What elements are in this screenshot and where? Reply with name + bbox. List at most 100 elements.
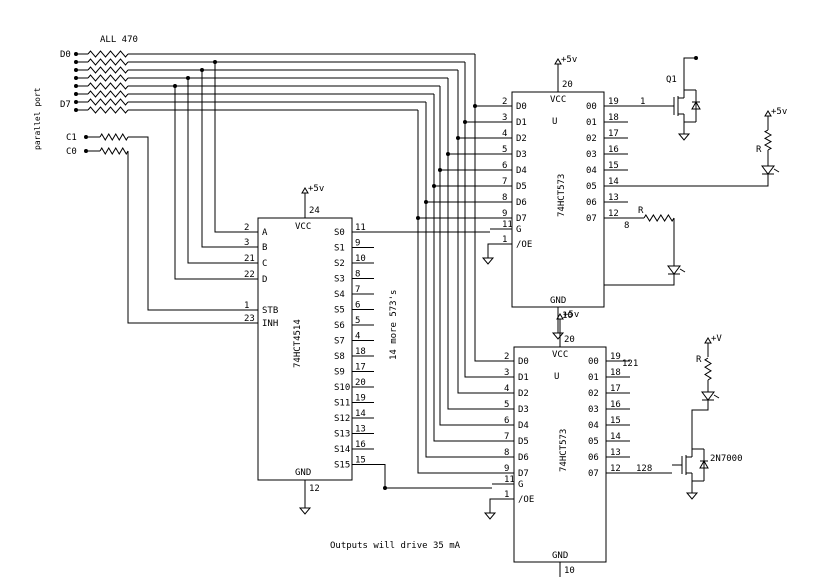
latch2-pin-number: 18 [610,368,621,378]
latch1-pin-label: 03 [586,150,597,160]
decoder-pin-label: S5 [334,306,345,316]
latch1-pin-number: 4 [502,129,507,139]
led-ray [713,394,720,399]
d7-label: D7 [60,100,71,110]
more-latches-note: 14 more 573's [389,290,399,360]
latch2-pin-number: 6 [504,416,509,426]
decoder-pin-number: 9 [355,239,360,249]
decoder-pin-number: 7 [355,285,360,295]
latch2-pin-label: 00 [588,357,599,367]
data-bus-drop [417,110,492,474]
junction-dot [424,200,428,204]
decoder-pin-number: 22 [244,270,255,280]
latch1-pin-label: 01 [586,118,597,128]
latch2-pin-number: 11 [504,475,515,485]
q1-drain-line [683,57,696,90]
latch1-pin-label: D3 [516,150,527,160]
latch1-pin-number: 14 [608,177,619,187]
resistor [87,66,129,74]
led-symbol [667,265,681,275]
latch1-gnd-label: GND [550,296,566,306]
decoder-gnd-label: GND [295,468,311,478]
latch2-pin-number: 2 [504,352,509,362]
decoder-pin-number: 5 [355,316,360,326]
data-bus-drop [464,62,492,378]
decoder-pin-label: S14 [334,445,350,455]
decoder-pin-label: S1 [334,244,345,254]
latch2-pin-label: D2 [518,389,529,399]
decoder-pin-number: 14 [355,409,366,419]
latch1-chip [511,91,605,308]
body-diode [691,100,701,110]
s15-strobe-line [374,464,492,489]
latch1-pin-number: 11 [502,220,513,230]
junction-dot [74,84,78,88]
decoder-pin-label: INH [262,319,278,329]
latch1-pin-number: 5 [502,145,507,155]
latch1-pin-number: 16 [608,145,619,155]
supply-label: +5v [771,107,787,117]
latch2-pin-label: D5 [518,437,529,447]
junction-dot [74,68,78,72]
decoder-vcc-pin: 24 [309,206,320,216]
ground-symbol [483,512,497,520]
latch1-part-name: 74HCT573 [557,174,567,217]
latch1-pin-number: 12 [608,209,619,219]
supply-arrow [704,337,712,344]
resistor [87,90,129,98]
junction-dot [84,149,88,153]
latch2-pin-label: 06 [588,453,599,463]
latch2-pin-number: 9 [504,464,509,474]
data-bus-drop [439,86,492,426]
latch1-pin-label: 02 [586,134,597,144]
latch1-pin-label: D7 [516,214,527,224]
latch1-pin-label: 05 [586,182,597,192]
latch2-pin-number: 16 [610,400,621,410]
resistor [87,74,129,82]
supply-arrow [764,110,772,117]
latch2-oe-lead [489,498,492,507]
latch2-pin-label: D6 [518,453,529,463]
supply-label: +5v [561,55,577,65]
latch2-pin-label: D7 [518,469,529,479]
latch2-pin-number: 7 [504,432,509,442]
latch1-pin-label: D1 [516,118,527,128]
decoder-part-name: 74HCT4514 [293,319,303,368]
latch2-pin-label: 05 [588,437,599,447]
q1-label: Q1 [666,75,677,85]
latch2-pin-label: D4 [518,421,529,431]
latch2-pin-number: 13 [610,448,621,458]
latch2-pin-number: 1 [504,490,509,500]
latch2-pin-number: 8 [504,448,509,458]
decoder-chip [257,217,353,481]
decoder-pin-number: 11 [355,223,366,233]
decoder-pin-number: 21 [244,254,255,264]
latch2-pin-label: /OE [518,495,534,505]
decoder-vcc-label: VCC [295,222,311,232]
address-line-b [201,70,236,248]
footer-note: Outputs will drive 35 mA [330,541,461,551]
latch2-pin-label: D1 [518,373,529,383]
junction-dot [383,486,387,490]
latch1-vcc-pin: 20 [562,80,573,90]
decoder-pin-label: D [262,275,267,285]
latch1-pin-number: 17 [608,129,619,139]
decoder-pin-number: 16 [355,440,366,450]
decoder-pin-number: 20 [355,378,366,388]
decoder-pin-label: S11 [334,399,350,409]
resistor [87,98,129,106]
led-ray [679,268,686,273]
junction-dot [438,168,442,172]
latch1-pin-label: D4 [516,166,527,176]
resistor [87,82,129,90]
data-bus-drop [457,70,492,394]
junction-dot [456,136,460,140]
latch1-gnd-pin: 10 [562,311,573,321]
latch1-pin-number: 15 [608,161,619,171]
latch2-gnd-label: GND [552,551,568,561]
latch2-pin-number: 19 [610,352,621,362]
latch1-pin-label: D0 [516,102,527,112]
latch2-pin-label: 03 [588,405,599,415]
decoder-pin-label: S9 [334,368,345,378]
junction-dot [74,60,78,64]
